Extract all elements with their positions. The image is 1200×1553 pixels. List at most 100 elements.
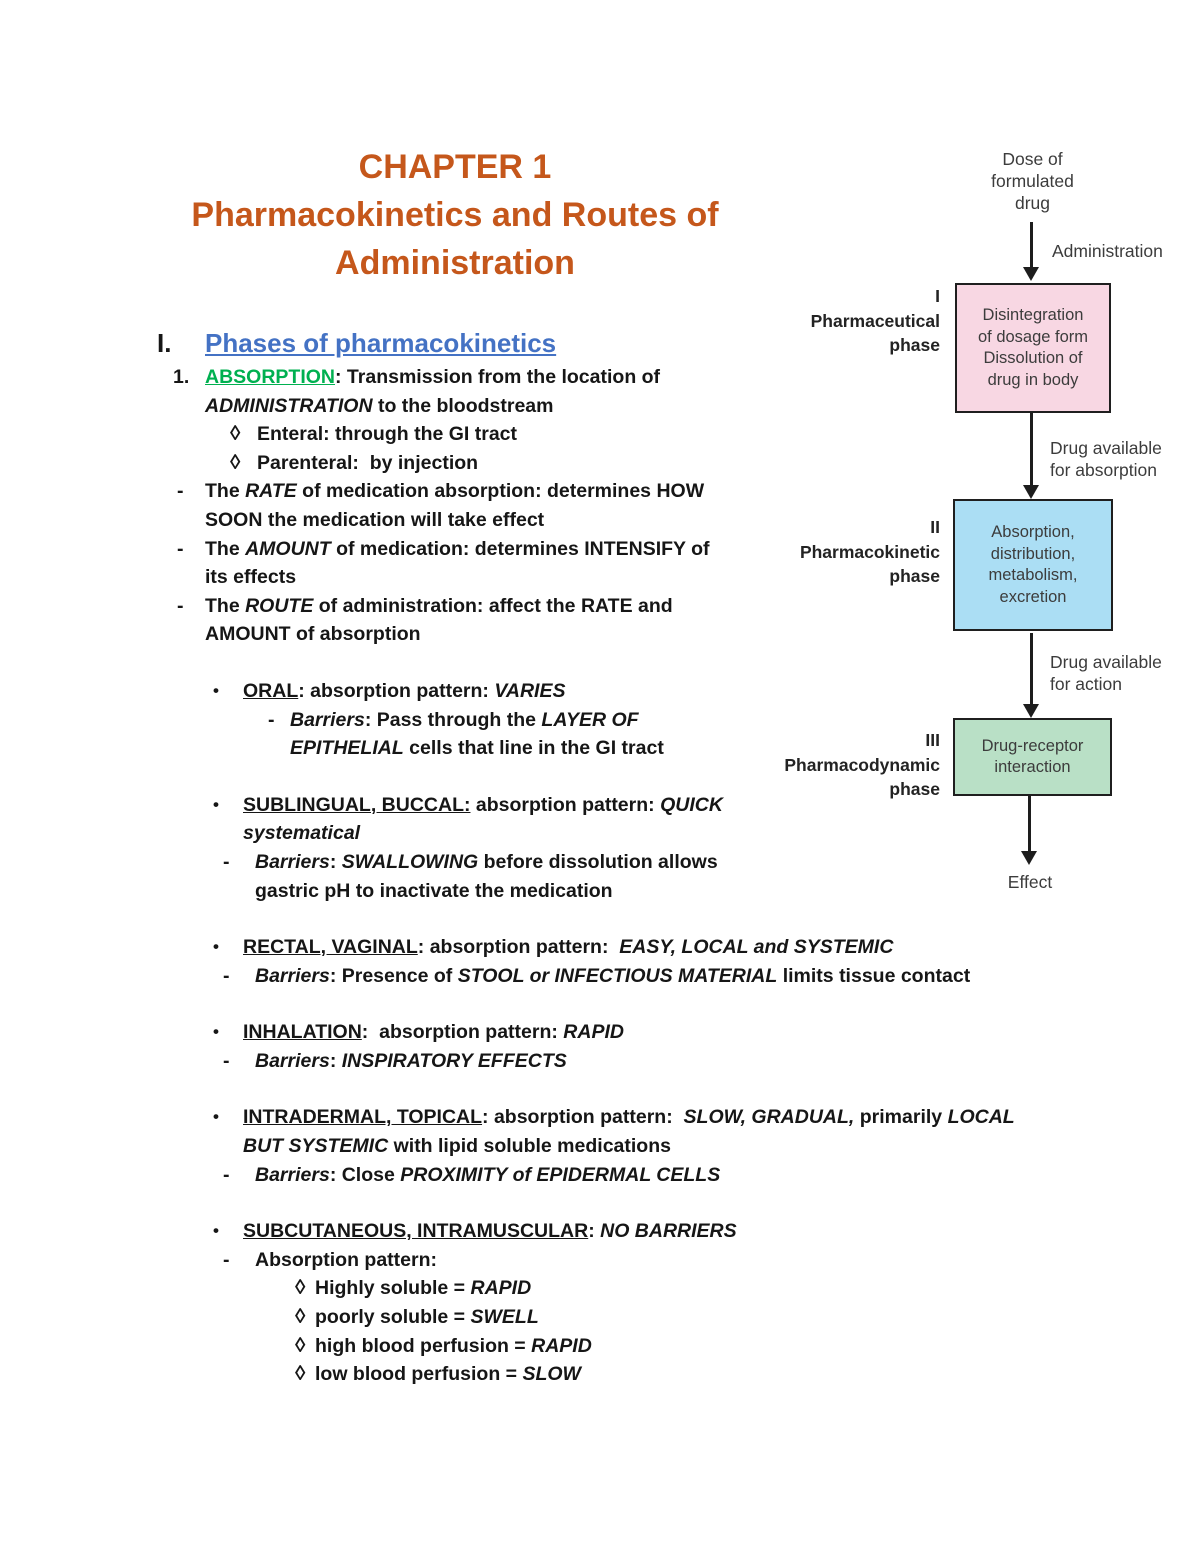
list-marker: - bbox=[223, 964, 230, 987]
text-run: Barriers bbox=[290, 708, 365, 731]
text-run: ADMINISTRATION bbox=[205, 394, 373, 417]
line-text: poorly soluble = SWELL bbox=[315, 1306, 539, 1328]
text-run: of medication: determines INTENSIFY of bbox=[330, 537, 710, 560]
box-line: Absorption, bbox=[991, 523, 1075, 541]
list-marker: 1. bbox=[173, 366, 190, 388]
text-run: : Transmission from the location of bbox=[335, 366, 661, 388]
text-run: : Pass through the bbox=[364, 708, 542, 731]
effect-label: Effect bbox=[1007, 872, 1053, 892]
title-line-1: CHAPTER 1 bbox=[358, 148, 552, 186]
line-text: RECTAL, VAGINAL: absorption pattern: EAS… bbox=[243, 936, 893, 958]
arrow-absorption-line bbox=[1030, 413, 1033, 485]
line-text: INHALATION: absorption pattern: RAPID bbox=[243, 1021, 624, 1043]
text-run: : absorption pattern: bbox=[482, 1106, 684, 1129]
label-line: Drug available bbox=[1050, 652, 1162, 672]
dose-label-line: drug bbox=[1014, 193, 1051, 213]
doc-line: -The RATE of medication absorption: dete… bbox=[155, 477, 1095, 506]
text-run: to the bloodstream bbox=[372, 394, 554, 417]
line-text: BUT SYSTEMIC with lipid soluble medicati… bbox=[243, 1135, 671, 1157]
text-run: ROUTE bbox=[245, 594, 314, 617]
list-marker: - bbox=[177, 594, 184, 617]
text-run: Barriers bbox=[255, 850, 330, 873]
line-text: INTRADERMAL, TOPICAL: absorption pattern… bbox=[243, 1106, 1015, 1128]
line-text: ORAL: absorption pattern: VARIES bbox=[243, 680, 565, 702]
doc-line: ◊poorly soluble = SWELL bbox=[155, 1303, 1095, 1332]
arrow-absorption-head bbox=[1023, 485, 1039, 499]
intradermal-heading: • INTRADERMAL, TOPICAL: absorption patter… bbox=[155, 1103, 1095, 1132]
box-line: distribution, bbox=[990, 544, 1076, 563]
doc-section-intradermal: • INTRADERMAL, TOPICAL: absorption patter… bbox=[155, 1103, 1095, 1189]
list-marker: • bbox=[213, 1107, 219, 1127]
doc-line: ADMINISTRATION to the bloodstream bbox=[155, 392, 1095, 421]
line-text: low blood perfusion = SLOW bbox=[315, 1363, 581, 1385]
list-marker: I. bbox=[157, 328, 172, 358]
line-text: high blood perfusion = RAPID bbox=[315, 1335, 592, 1357]
list-marker: ◊ bbox=[230, 450, 241, 474]
line-text: The AMOUNT of medication: determines INT… bbox=[205, 538, 710, 560]
text-run: Parenteral: by injection bbox=[257, 451, 479, 474]
phase-2-label-line: phase bbox=[889, 566, 940, 586]
list-marker: ◊ bbox=[295, 1276, 306, 1300]
text-run: of administration: affect the RATE and bbox=[313, 594, 673, 617]
doc-line: -Barriers: Pass through the LAYER OF bbox=[155, 706, 1095, 735]
line-text: Parenteral: by injection bbox=[257, 452, 478, 474]
page-title: CHAPTER 1 Pharmacokinetics and Routes of… bbox=[155, 143, 755, 287]
text-run: ABSORPTION bbox=[205, 366, 336, 388]
title-line-2: Pharmacokinetics and Routes of bbox=[191, 196, 719, 234]
text-run: : Presence of bbox=[329, 964, 458, 987]
line-text: AMOUNT of absorption bbox=[205, 623, 421, 645]
box-line: Dissolution of bbox=[983, 349, 1083, 367]
text-run: VARIES bbox=[494, 679, 566, 702]
phase-3-label-line: Pharmacodynamic bbox=[784, 754, 940, 775]
phase-2-numeral: II bbox=[930, 517, 940, 537]
dose-label-line: formulated bbox=[991, 171, 1074, 191]
text-run: : absorption pattern: bbox=[361, 1021, 564, 1044]
text-run: RAPID bbox=[563, 1021, 624, 1044]
label-line: Drug available bbox=[1050, 438, 1162, 458]
doc-section-absorption: 1. ABSORPTION: Transmission from the loca… bbox=[155, 363, 1095, 649]
doc-line: -Absorption pattern: bbox=[155, 1246, 1095, 1275]
dose-label-line: Dose of bbox=[1002, 149, 1063, 169]
text-run: INHALATION bbox=[243, 1021, 362, 1044]
text-run: RATE bbox=[245, 480, 297, 503]
list-marker: ◊ bbox=[295, 1333, 306, 1357]
oral-heading: •ORAL: absorption pattern: VARIES bbox=[155, 677, 1095, 706]
doc-line: ◊Highly soluble = RAPID bbox=[155, 1274, 1095, 1303]
doc-line: -The ROUTE of administration: affect the… bbox=[155, 592, 1095, 621]
phase-1-label: I Pharmaceutical phase bbox=[700, 284, 940, 358]
doc-line: its effects bbox=[155, 563, 1095, 592]
arrow-administration-head bbox=[1023, 267, 1039, 281]
text-run: INSPIRATORY EFFECTS bbox=[341, 1049, 567, 1072]
doc-line: -Barriers: SWALLOWING before dissolution… bbox=[155, 848, 1095, 877]
text-run: The bbox=[205, 480, 246, 503]
notes-column: CHAPTER 1 Pharmacokinetics and Routes of… bbox=[155, 143, 1095, 1389]
text-run: RECTAL, VAGINAL bbox=[243, 936, 418, 959]
phase-3-label: III Pharmacodynamic phase bbox=[700, 728, 940, 802]
box-line: Drug-receptor bbox=[981, 736, 1084, 755]
text-run: low blood perfusion = bbox=[315, 1363, 523, 1386]
rectal-heading: •RECTAL, VAGINAL: absorption pattern: EA… bbox=[155, 933, 1095, 962]
text-run: SOON the medication will take effect bbox=[205, 508, 545, 531]
text-run: Barriers bbox=[255, 1049, 330, 1072]
line-text: The RATE of medication absorption: deter… bbox=[205, 480, 704, 502]
list-marker: • bbox=[213, 1221, 219, 1241]
list-marker: • bbox=[213, 1022, 219, 1042]
line-text: ADMINISTRATION to the bloodstream bbox=[205, 395, 553, 417]
phase-1-label-line: phase bbox=[889, 335, 940, 355]
text-run: SUBCUTANEOUS, INTRAMUSCULAR bbox=[243, 1220, 589, 1243]
list-marker: - bbox=[177, 480, 184, 503]
text-run: ORAL bbox=[243, 679, 299, 702]
phase-2-label: II Pharmacokinetic phase bbox=[700, 515, 940, 589]
doc-line: ◊low blood perfusion = SLOW bbox=[155, 1360, 1095, 1389]
inhalation-heading: • INHALATION: absorption pattern: RAPID bbox=[155, 1018, 1095, 1047]
line-text: Absorption pattern: bbox=[255, 1249, 437, 1271]
list-marker: - bbox=[268, 708, 275, 731]
doc-line: ◊ high blood perfusion = RAPID bbox=[155, 1332, 1095, 1361]
doc-line: ◊Enteral: through the GI tract bbox=[155, 420, 1095, 449]
doc-section-sublingual: •SUBLINGUAL, BUCCAL: absorption pattern:… bbox=[155, 791, 1095, 905]
line-text: Phases of pharmacokinetics bbox=[205, 328, 556, 358]
phase-1-numeral: I bbox=[935, 286, 940, 306]
administration-label: Administration bbox=[1052, 241, 1163, 261]
line-text: SOON the medication will take effect bbox=[205, 509, 544, 531]
text-run: : bbox=[588, 1220, 601, 1243]
